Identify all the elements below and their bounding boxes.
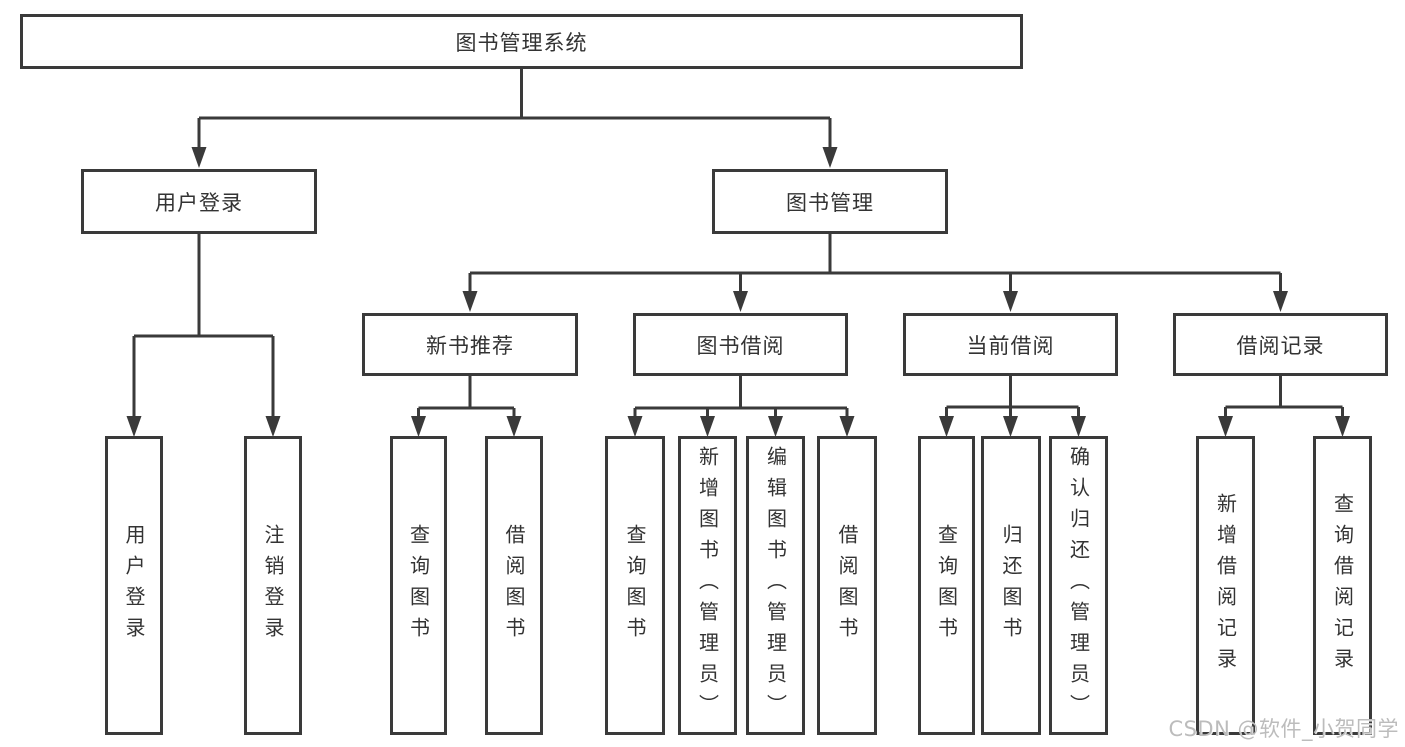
- leaf-label: 注销登录: [261, 523, 285, 648]
- leaf-label: 编辑图书（管理员）: [763, 446, 788, 725]
- csdn-watermark: CSDN @软件_小贺同学: [1168, 717, 1399, 741]
- leaf-label: 查询图书: [406, 523, 431, 648]
- leaf-bb-query-books: 查询图书: [605, 436, 665, 735]
- leaf-bb-borrow-books: 借阅图书: [817, 436, 877, 735]
- node-new-book-recommendation: 新书推荐: [362, 313, 578, 376]
- node-book-borrowing: 图书借阅: [633, 313, 848, 376]
- leaf-br-add-borrow-record: 新增借阅记录: [1196, 436, 1255, 735]
- leaf-label: 确认归还（管理员）: [1066, 446, 1091, 725]
- leaf-label: 用户登录: [122, 523, 146, 648]
- leaf-bb-edit-books-admin: 编辑图书（管理员）: [746, 436, 805, 735]
- leaf-label: 归还图书: [999, 523, 1023, 648]
- leaf-bb-add-books-admin: 新增图书（管理员）: [678, 436, 737, 735]
- leaf-br-query-borrow-record: 查询借阅记录: [1313, 436, 1372, 735]
- leaf-cb-return-books: 归还图书: [981, 436, 1041, 735]
- node-current-borrowing: 当前借阅: [903, 313, 1118, 376]
- node-library-management-system: 图书管理系统: [20, 14, 1023, 69]
- leaf-cb-confirm-return-admin: 确认归还（管理员）: [1049, 436, 1108, 735]
- leaf-label: 查询图书: [934, 523, 959, 648]
- leaf-label: 新增图书（管理员）: [695, 446, 720, 725]
- leaf-logout: 注销登录: [244, 436, 302, 735]
- node-user-login: 用户登录: [81, 169, 317, 234]
- leaf-nbr-borrow-books: 借阅图书: [485, 436, 543, 735]
- leaf-user-login: 用户登录: [105, 436, 163, 735]
- leaf-cb-query-books: 查询图书: [918, 436, 975, 735]
- leaf-label: 借阅图书: [835, 523, 859, 648]
- leaf-nbr-query-books: 查询图书: [390, 436, 447, 735]
- leaf-label: 查询借阅记录: [1330, 492, 1355, 679]
- leaf-label: 查询图书: [623, 523, 647, 648]
- node-book-management: 图书管理: [712, 169, 948, 234]
- leaf-label: 借阅图书: [502, 523, 526, 648]
- node-borrowing-records: 借阅记录: [1173, 313, 1388, 376]
- leaf-label: 新增借阅记录: [1213, 492, 1238, 679]
